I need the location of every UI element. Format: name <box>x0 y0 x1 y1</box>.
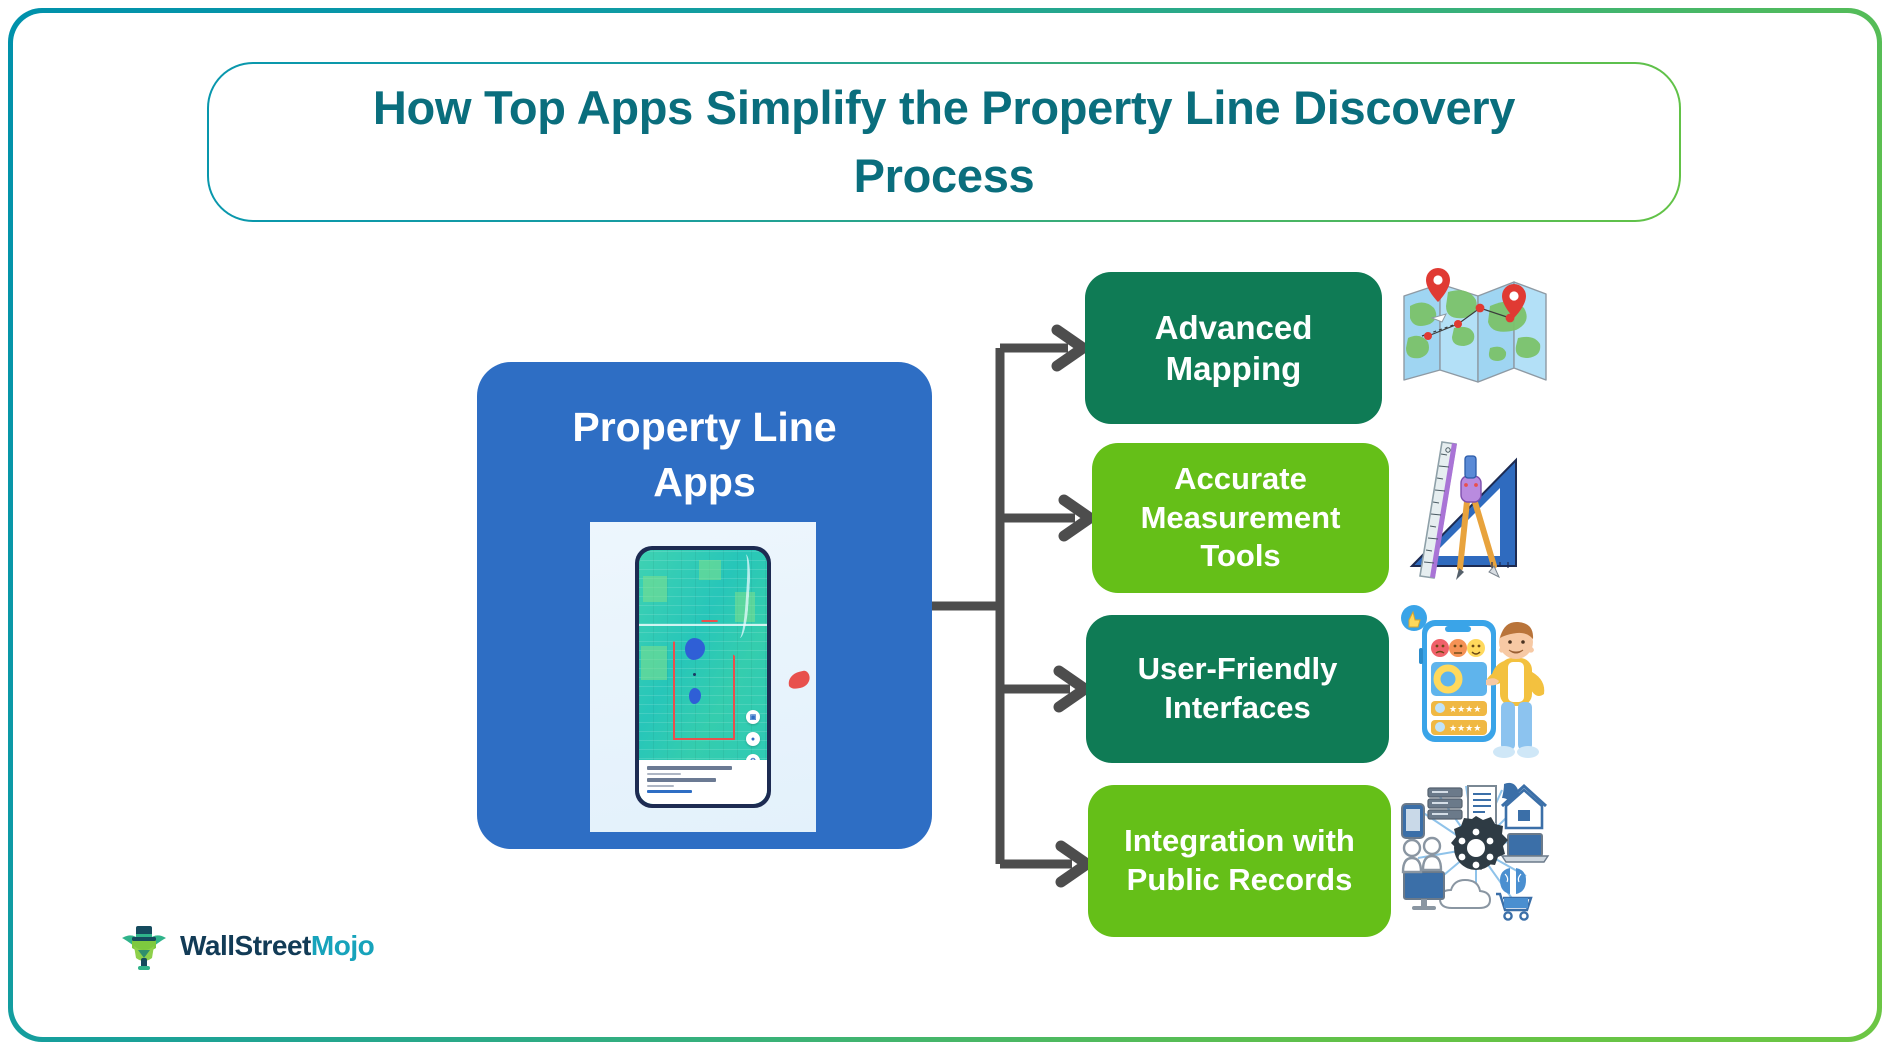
map-parcel-patch <box>643 576 667 602</box>
brand-logo-text: WallStreetMojo <box>180 930 375 962</box>
map-center-marker-icon <box>693 673 696 676</box>
phone-screen: ▣ ● ⚙ <box>639 550 767 804</box>
folded-map-with-pins-icon <box>1403 268 1547 383</box>
map-parcel-patch <box>735 592 755 622</box>
map-layers-control-icon[interactable]: ▣ <box>746 710 760 724</box>
map-accent-shape <box>786 669 812 691</box>
gear-network-integration-icon <box>1401 782 1550 921</box>
info-line <box>647 766 733 770</box>
info-line <box>647 785 674 787</box>
phone-device: ▣ ● ⚙ <box>635 546 771 808</box>
branch-box-user-friendly-interfaces[interactable]: User-Friendly Interfaces <box>1086 615 1389 763</box>
map-road <box>639 624 767 626</box>
branch-box-accurate-measurement-tools[interactable]: Accurate Measurement Tools <box>1092 443 1389 593</box>
map-locate-control-icon[interactable]: ● <box>746 732 760 746</box>
title-box: How Top Apps Simplify the Property Line … <box>207 62 1681 222</box>
branch-label: Integration with Public Records <box>1124 823 1355 897</box>
map-water-body <box>689 688 701 704</box>
root-node-property-line-apps[interactable]: Property Line Apps ▣ ● ⚙ <box>477 362 932 849</box>
root-node-label: Property Line Apps <box>572 404 837 506</box>
ruler-compass-set-square-icon <box>1409 441 1517 580</box>
phone-mockup-illustration: ▣ ● ⚙ <box>590 522 816 832</box>
svg-text:★★★★: ★★★★ <box>1449 723 1481 733</box>
property-boundary-outline <box>673 620 735 740</box>
brand-logo-primary: WallStreet <box>180 930 311 961</box>
map-parcel-patch <box>641 646 667 680</box>
person-with-phone-ratings-icon: ★★★★ ★★★★ <box>1401 605 1545 758</box>
branch-box-integration-with-public-records[interactable]: Integration with Public Records <box>1088 785 1391 937</box>
brand-logo[interactable]: WallStreetMojo <box>118 920 375 972</box>
page-title: How Top Apps Simplify the Property Line … <box>372 80 1516 202</box>
branch-label: Advanced Mapping <box>1154 308 1313 387</box>
brand-logo-secondary: Mojo <box>310 930 375 961</box>
info-line <box>647 773 681 775</box>
wallstreetmojo-bull-mascot-icon <box>122 926 166 970</box>
info-line <box>647 790 692 793</box>
branch-label: Accurate Measurement Tools <box>1140 460 1341 574</box>
map-parcel-patch <box>699 560 721 580</box>
phone-info-panel <box>639 760 767 804</box>
info-line <box>647 778 717 782</box>
branch-box-advanced-mapping[interactable]: Advanced Mapping <box>1085 272 1382 424</box>
branch-label: User-Friendly Interfaces <box>1137 651 1338 725</box>
svg-text:★★★★: ★★★★ <box>1449 704 1481 714</box>
title-box-inner: How Top Apps Simplify the Property Line … <box>209 64 1679 220</box>
map-water-body <box>685 638 705 660</box>
